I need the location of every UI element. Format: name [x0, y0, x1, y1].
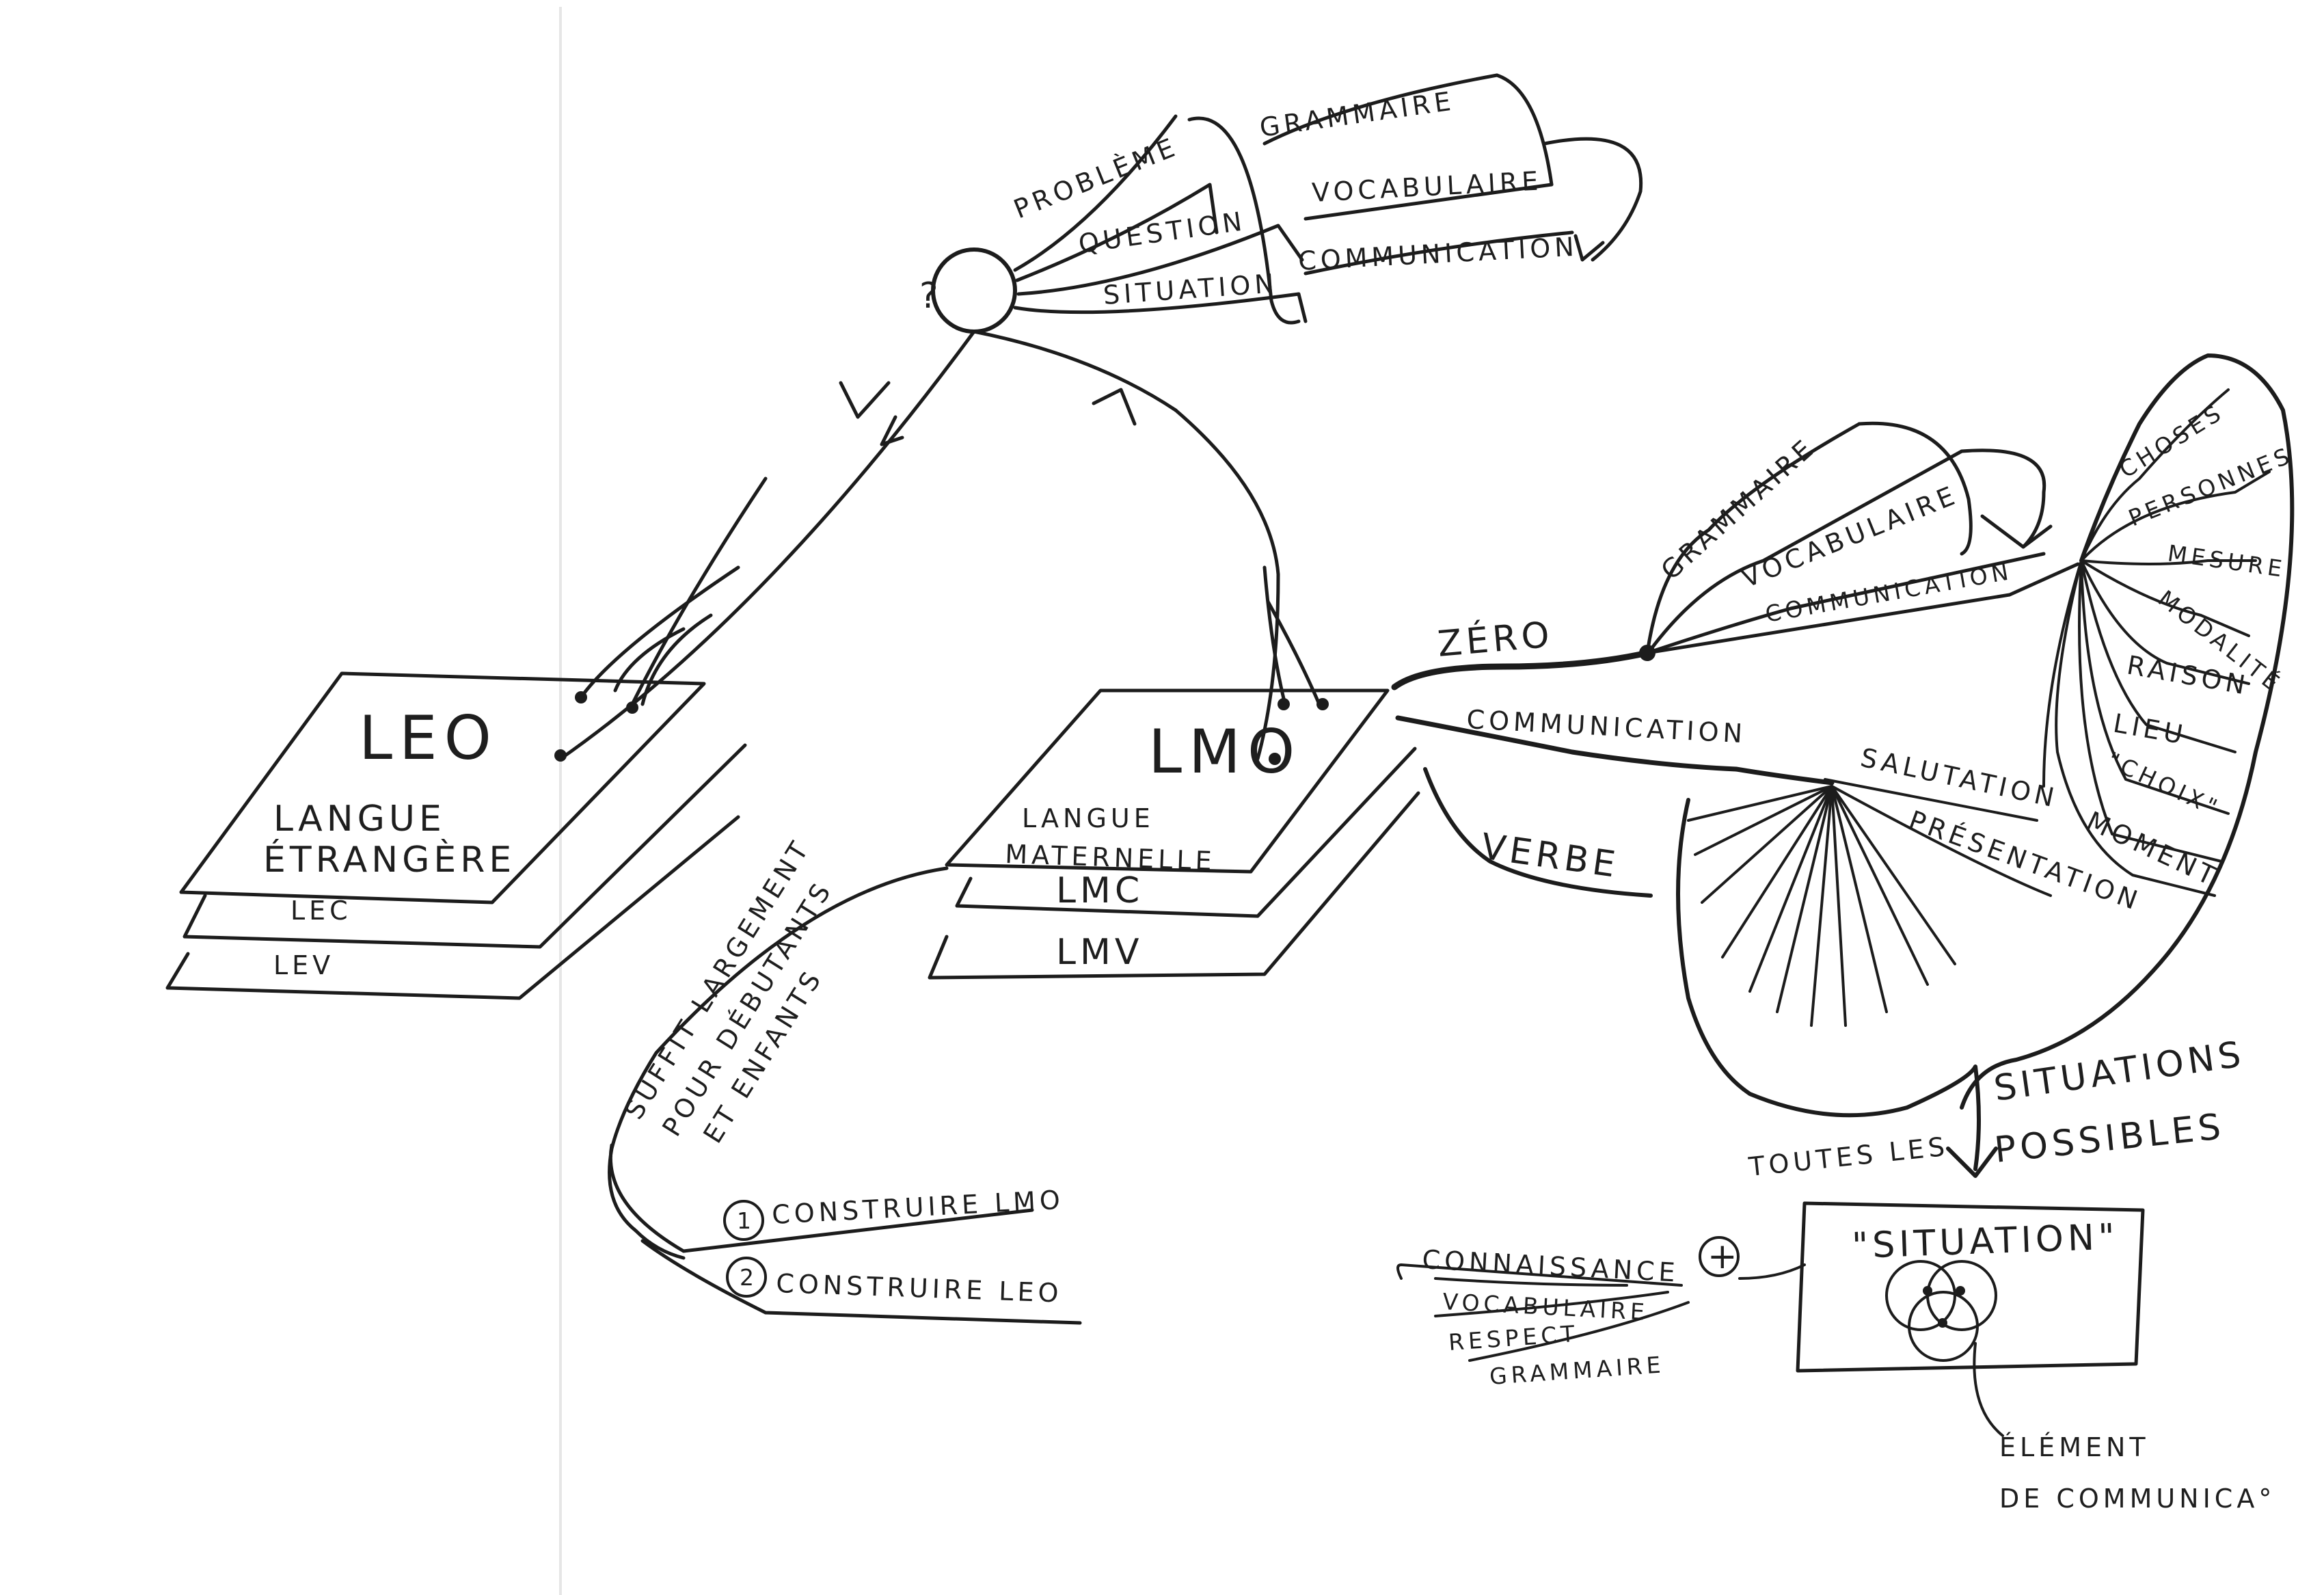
step2-number: 2: [740, 1264, 758, 1291]
situation-box-title: "SITUATION": [1851, 1216, 2119, 1267]
fan-mesure: MESURE: [2166, 539, 2288, 582]
leo-connectors: [558, 330, 976, 761]
leo-planes: [165, 671, 747, 1000]
step2-text: CONSTRUIRE LEO: [776, 1268, 1063, 1309]
lmo-subtitle-2: MATERNELLE: [1005, 839, 1217, 876]
question-mark: ?: [919, 276, 943, 317]
branch-verbe: VERBE: [1478, 826, 1621, 886]
input-respect: RESPECT: [1448, 1320, 1580, 1356]
leo-layer-lec: LEC: [290, 896, 352, 926]
situation-connectors: [1396, 1236, 2004, 1437]
leo-subtitle-1: LANGUE: [273, 799, 446, 840]
lmo-subtitle-1: LANGUE: [1022, 803, 1154, 833]
fan-lieu: LIEU: [2111, 708, 2189, 751]
leo-layer-lev: LEV: [273, 950, 334, 980]
venn-dots: [1923, 1286, 1965, 1328]
lmo-dots: [1269, 698, 1329, 765]
situation-box: [1796, 1201, 2145, 1373]
step-number-circles: [723, 1200, 767, 1298]
element-line-2: DE COMMUNICA°: [1999, 1484, 2275, 1514]
input-vocabulaire: VOCABULAIRE: [1442, 1288, 1649, 1326]
top-grammaire: GRAMMAIRE: [1258, 85, 1457, 143]
situations-label-1a: TOUTES LES: [1746, 1131, 1950, 1182]
leo-title: LEO: [359, 703, 498, 773]
lower-salutation: SALUTATION: [1858, 742, 2061, 814]
lower-fan-lines: [1687, 778, 2052, 1027]
leo-subtitle-2: ÉTRANGÈRE: [263, 839, 515, 881]
venn-circles: [1885, 1260, 1997, 1362]
branch-probleme: PROBLÈME: [1010, 131, 1183, 224]
situations-label-1b: SITUATIONS: [1991, 1034, 2247, 1110]
lmo-planes: [928, 688, 1420, 980]
leo-dots: [554, 691, 638, 762]
lmo-layer-lmc: LMC: [1056, 870, 1144, 911]
question-cluster-lines: [931, 73, 1643, 334]
lower-big-loop: [1676, 798, 1998, 1178]
step1-number: 1: [737, 1207, 755, 1234]
fan-choix: "CHOIX": [2103, 747, 2225, 822]
notes-bracket: [608, 866, 1082, 1325]
right-loop-lines: [1645, 421, 2080, 655]
branch-communication: COMMUNICATION: [1466, 704, 1748, 749]
lmo-layer-lmv: LMV: [1056, 932, 1143, 973]
situations-label-2: POSSIBLES: [1992, 1106, 2227, 1171]
lmo-connectors: [972, 330, 1321, 761]
element-line-1: ÉLÉMENT: [1999, 1432, 2150, 1462]
right-fan-lines: [2042, 388, 2271, 897]
top-vocabulaire: VOCABULAIRE: [1311, 165, 1543, 208]
top-communication: COMMUNICATION: [1297, 232, 1579, 276]
lmo-title: LMO: [1148, 716, 1301, 787]
input-grammaire: GRAMMAIRE: [1489, 1351, 1666, 1390]
center-branches: [1391, 649, 1835, 898]
right-big-loop: [1960, 353, 2295, 1110]
branch-zero: ZÉRO: [1436, 613, 1555, 665]
plus-sign: +: [1707, 1236, 1742, 1277]
